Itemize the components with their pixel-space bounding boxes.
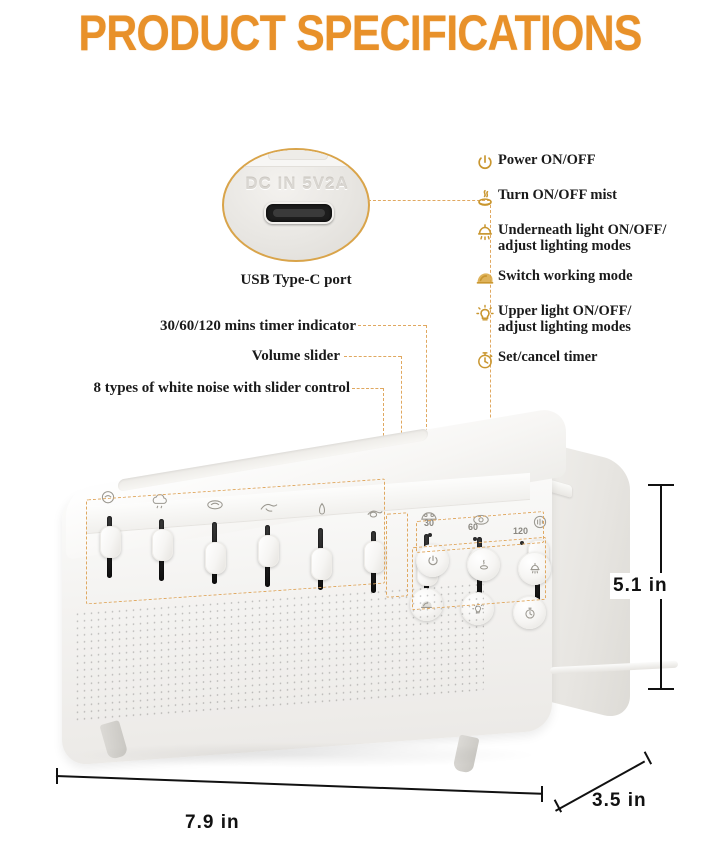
slider-knob-2[interactable] xyxy=(152,529,173,561)
timer-led-120 xyxy=(520,541,524,545)
button-upper-light[interactable] xyxy=(461,592,494,625)
usb-port-caption: USB Type-C port xyxy=(240,272,352,288)
slider-knob-4[interactable] xyxy=(258,535,279,567)
timer-mark-120: 120 xyxy=(513,526,529,536)
legend-item-working-mode: Switch working mode xyxy=(472,266,718,292)
ground-shadow xyxy=(70,742,540,768)
leader-volume-h xyxy=(344,356,401,357)
callout-white-noise: 8 types of white noise with slider contr… xyxy=(93,380,350,396)
cloud-icon xyxy=(150,493,172,511)
mist-icon xyxy=(472,185,498,211)
legend-label-timer: Set/cancel timer xyxy=(498,349,598,365)
magnifier-notch xyxy=(268,150,328,160)
legend-item-upper-light: Upper light ON/OFF/ adjust lighting mode… xyxy=(472,301,718,335)
timer-icon xyxy=(472,347,498,373)
leader-timer-h xyxy=(358,325,426,326)
dim-depth-cap-right xyxy=(643,751,653,765)
water-drop-icon xyxy=(204,496,226,514)
dc-in-embossed-text: DC IN 5V2A xyxy=(245,174,349,193)
eye-icon xyxy=(470,511,492,529)
page-title: PRODUCT SPECIFICATIONS xyxy=(78,5,642,61)
highlight-button-panel xyxy=(412,536,546,611)
slider-knob-3[interactable] xyxy=(205,542,226,574)
dim-width-cap-right xyxy=(541,786,543,802)
insect-icon xyxy=(364,505,386,523)
leader-timer-v xyxy=(426,325,427,521)
underneath-light-icon xyxy=(472,220,498,246)
slider-knob-5[interactable] xyxy=(311,548,332,580)
usb-type-c-port-icon xyxy=(264,202,334,224)
callout-volume-slider: Volume slider xyxy=(251,348,340,364)
leader-noise-h xyxy=(352,388,383,389)
highlight-volume-slider xyxy=(386,512,408,598)
legend-label-power: Power ON/OFF xyxy=(498,152,596,168)
slider-knob-1[interactable] xyxy=(100,526,121,558)
leader-usb-h1 xyxy=(368,200,490,201)
power-icon xyxy=(472,150,498,176)
legend-label-underneath-light: Underneath light ON/OFF/ adjust lighting… xyxy=(498,222,667,254)
timer-mark-30: 30 xyxy=(424,518,435,528)
leader-usb-v xyxy=(490,200,491,587)
legend-label-working-mode: Switch working mode xyxy=(498,268,633,284)
slider-knob-6[interactable] xyxy=(364,541,385,573)
legend-label-upper-light: Upper light ON/OFF/ adjust lighting mode… xyxy=(498,303,632,335)
legend-item-underneath-light: Underneath light ON/OFF/ adjust lighting… xyxy=(472,220,718,254)
legend-item-power: Power ON/OFF xyxy=(472,150,718,176)
working-mode-icon xyxy=(472,266,498,292)
timer-led-30 xyxy=(428,533,432,537)
button-working-mode[interactable] xyxy=(410,588,443,621)
dim-height-cap-bottom xyxy=(648,688,674,690)
timer-mark-60: 60 xyxy=(468,522,479,532)
dim-width-line xyxy=(55,775,542,795)
dim-width-label: 7.9 in xyxy=(185,812,240,833)
sound-machine-device: 30 60 120 xyxy=(52,406,679,774)
usb-port-magnifier-inset: DC IN 5V2A xyxy=(222,148,370,262)
dim-height-label: 5.1 in xyxy=(610,573,671,599)
legend-item-mist: Turn ON/OFF mist xyxy=(472,185,718,211)
bird-icon xyxy=(258,499,280,517)
button-power[interactable] xyxy=(416,544,449,577)
callout-timer-indicator: 30/60/120 mins timer indicator xyxy=(160,318,356,334)
dim-depth-label: 3.5 in xyxy=(592,790,647,811)
timer-led-60 xyxy=(473,537,477,541)
legend-label-mist: Turn ON/OFF mist xyxy=(498,187,617,203)
frog-icon xyxy=(418,508,440,526)
dim-width-cap-left xyxy=(56,768,58,784)
dim-height-cap-top xyxy=(648,484,674,486)
button-mist[interactable] xyxy=(467,548,500,581)
upper-light-icon xyxy=(472,301,498,327)
legend-item-timer: Set/cancel timer xyxy=(472,347,718,373)
highlight-white-noise-sliders xyxy=(86,478,385,605)
fire-icon xyxy=(312,502,334,520)
legend-list: Power ON/OFF Turn ON/OFF mist xyxy=(472,150,718,382)
button-underneath-light[interactable] xyxy=(518,552,551,585)
rain-icon xyxy=(98,490,120,508)
volume-wave-icon xyxy=(530,514,552,532)
button-timer[interactable] xyxy=(513,596,546,629)
